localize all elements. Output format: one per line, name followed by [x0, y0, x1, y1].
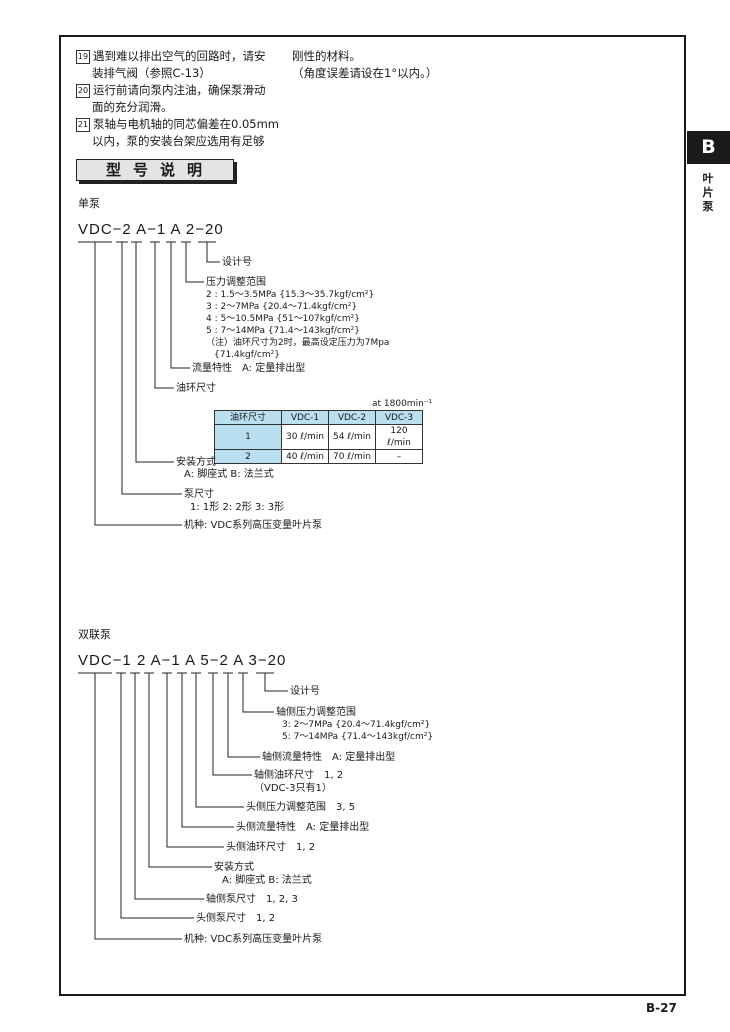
table-header: VDC-3 — [375, 410, 423, 425]
double-shaft-flow: 轴侧流量特性 A: 定量排出型 — [262, 752, 396, 763]
single-pressure-item: 5 : 7〜14MPa {71.4〜143kgf/cm²} — [206, 326, 360, 336]
single-pressure-item: 3 : 2〜7MPa {20.4〜71.4kgf/cm²} — [206, 302, 358, 312]
table-header: 油环尺寸 — [214, 410, 282, 425]
single-mount-title: 安装方式 — [176, 457, 216, 468]
single-size-values: 1: 1形 2: 2形 3: 3形 — [190, 502, 285, 513]
ring-size-table: 油环尺寸 VDC-1 VDC-2 VDC-3 1 30 ℓ/min 54 ℓ/m… — [214, 410, 423, 464]
note-21-cont: 以内，泵的安装台架应选用有足够 — [92, 134, 265, 148]
note-21-cont-col2: （角度误差请设在1°以内。） — [292, 66, 438, 80]
double-model: 机种: VDC系列高压变量叶片泵 — [184, 934, 323, 945]
double-shaft-pressure-item: 5: 7〜14MPa {71.4〜143kgf/cm²} — [282, 732, 434, 742]
double-head-size: 头侧泵尺寸 1, 2 — [196, 913, 276, 924]
single-size-title: 泵尺寸 — [184, 489, 214, 500]
note-text: 泵轴与电机轴的同芯偏差在0.05mm — [93, 117, 280, 131]
double-shaft-pressure-item: 3: 2〜7MPa {20.4〜71.4kgf/cm²} — [282, 720, 431, 730]
table-cell: 2 — [214, 449, 282, 464]
note-text: 遇到难以排出空气的回路时，请安 — [93, 49, 266, 63]
double-head-ring: 头侧油环尺寸 1, 2 — [226, 842, 316, 853]
single-ring-title: 油环尺寸 — [176, 383, 216, 394]
single-pressure-note: （注）油环尺寸为2时，最高设定压力为7Mpa — [206, 338, 390, 348]
double-pump-label: 双联泵 — [78, 628, 111, 641]
note-20-cont: 面的充分润滑。 — [92, 100, 173, 114]
single-flow: 流量特性 A: 定量排出型 — [192, 363, 306, 374]
single-model: 机种: VDC系列高压变量叶片泵 — [184, 520, 323, 531]
note-number: 20 — [76, 84, 90, 98]
single-pressure-title: 压力调整范围 — [206, 277, 266, 288]
single-model-code: VDC−2 A−1 A 2−20 — [78, 221, 224, 238]
section-title: 型号说明 — [105, 161, 214, 179]
page-frame — [59, 35, 686, 996]
double-mount-values: A: 脚座式 B: 法兰式 — [222, 875, 312, 886]
double-head-flow: 头侧流量特性 A: 定量排出型 — [236, 822, 370, 833]
double-shaft-ring: 轴侧油环尺寸 1, 2 — [254, 770, 344, 781]
single-pressure-item: 2 : 1.5〜3.5MPa {15.3〜35.7kgf/cm²} — [206, 290, 375, 300]
note-19-cont: 装排气阀（参照C-13） — [92, 66, 211, 80]
table-cell: 120 ℓ/min — [375, 424, 423, 450]
table-header: VDC-1 — [281, 410, 329, 425]
single-pressure-note: {71.4kgf/cm²} — [214, 350, 280, 360]
table-cell: – — [375, 449, 423, 464]
page-number: B-27 — [646, 1001, 677, 1015]
double-mount-title: 安装方式 — [214, 862, 254, 873]
table-row: 2 40 ℓ/min 70 ℓ/min – — [214, 449, 423, 464]
note-text: 运行前请向泵内注油，确保泵滑动 — [93, 83, 266, 97]
single-design-no: 设计号 — [222, 257, 252, 268]
single-pressure-item: 4 : 5〜10.5MPa {51〜107kgf/cm²} — [206, 314, 360, 324]
double-head-pressure: 头侧压力调整范围 3, 5 — [246, 802, 356, 813]
rpm-note: at 1800min⁻¹ — [372, 399, 433, 409]
chapter-caption: 叶片泵 — [702, 172, 714, 213]
single-pump-label: 单泵 — [78, 197, 100, 210]
table-header-row: 油环尺寸 VDC-1 VDC-2 VDC-3 — [214, 410, 423, 425]
double-shaft-ring-note: （VDC-3只有1） — [254, 783, 332, 794]
chapter-tab: B — [687, 131, 730, 164]
section-heading: 型号说明 — [76, 159, 234, 181]
double-shaft-size: 轴侧泵尺寸 1, 2, 3 — [206, 894, 298, 905]
double-design-no: 设计号 — [290, 686, 320, 697]
double-model-code: VDC−1 2 A−1 A 5−2 A 3−20 — [78, 652, 287, 669]
note-number: 21 — [76, 118, 90, 132]
table-cell: 1 — [214, 424, 282, 450]
double-shaft-pressure-title: 轴侧压力调整范围 — [276, 707, 356, 718]
note-number: 19 — [76, 50, 90, 64]
note-21-cont-col2: 刚性的材料。 — [292, 49, 361, 63]
single-mount-values: A: 脚座式 B: 法兰式 — [184, 469, 274, 480]
